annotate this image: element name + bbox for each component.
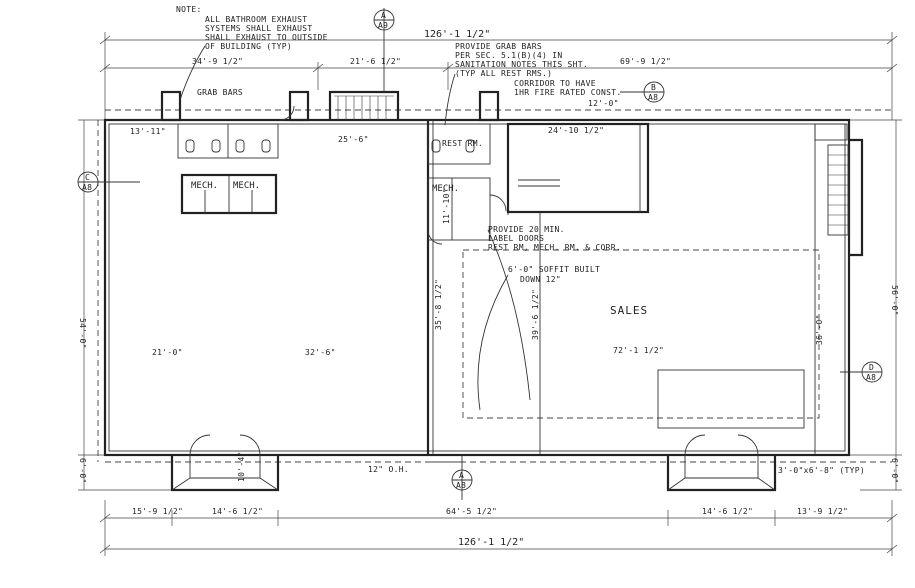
soffit-outline — [462, 249, 820, 419]
dim-bottom-3: 64'-5 1/2" — [446, 507, 497, 516]
svg-text:(TYP ALL REST RMS.): (TYP ALL REST RMS.) — [455, 69, 552, 78]
svg-text:A8: A8 — [648, 93, 658, 102]
dim-top-left: 34'-9 1/2" — [192, 57, 243, 66]
interior-walls — [177, 120, 849, 455]
svg-text:OF BUILDING (TYP): OF BUILDING (TYP) — [205, 42, 292, 51]
dim-24-10: 24'-10 1/2" — [548, 126, 604, 135]
section-marker-d: D A8 — [840, 361, 883, 383]
svg-text:C: C — [85, 173, 90, 182]
room-mech-left-1: MECH. — [191, 181, 218, 191]
svg-text:A8: A8 — [866, 373, 876, 382]
svg-text:1HR FIRE RATED CONST.: 1HR FIRE RATED CONST. — [514, 88, 621, 97]
svg-text:A: A — [459, 471, 464, 480]
note-corridor: CORRIDOR TO HAVE 1HR FIRE RATED CONST. — [514, 79, 621, 97]
svg-text:D: D — [869, 363, 874, 372]
note-exhaust: NOTE: ALL BATHROOM EXHAUST SYSTEMS SHALL… — [176, 5, 328, 51]
svg-text:A8: A8 — [82, 183, 92, 192]
top-dimension-lines — [99, 32, 898, 120]
porch-left — [170, 455, 280, 492]
dim-right-porch: 6'-0" — [890, 458, 899, 484]
porch-right — [666, 455, 777, 492]
overhang-dashed-lines — [97, 109, 892, 463]
dim-top-right: 69'-9 1/2" — [620, 57, 671, 66]
display-counter — [657, 369, 805, 429]
section-marker-a-top: A A9 — [373, 8, 395, 92]
dim-door-typ: 3'-0"x6'-8" (TYP) — [778, 466, 865, 475]
section-marker-a-bottom: A A8 — [451, 455, 473, 500]
room-sales: SALES — [610, 304, 648, 317]
soffit-leader — [477, 274, 509, 411]
room-mech-right: MECH. — [432, 184, 459, 194]
svg-text:SANITATION NOTES THIS SHT.: SANITATION NOTES THIS SHT. — [455, 60, 588, 69]
dim-left-porch: 6'-0" — [78, 458, 87, 484]
dim-13-11: 13'-11" — [130, 127, 166, 136]
dim-11-10: 11'-10" — [442, 188, 451, 224]
note-soffit: 6'-0" SOFFIT BUILT DOWN 12" — [508, 265, 600, 284]
svg-text:A8: A8 — [456, 481, 466, 490]
dim-bottom-4: 14'-6 1/2" — [702, 507, 753, 516]
label-grab-bars: GRAB BARS — [197, 88, 243, 97]
svg-text:PER SEC. 5.1(B)(4) IN: PER SEC. 5.1(B)(4) IN — [455, 51, 562, 60]
dim-32-6: 32'-6" — [305, 348, 336, 357]
bottom-dimension-lines — [99, 500, 898, 556]
svg-text:DOWN 12": DOWN 12" — [520, 275, 561, 284]
svg-text:6'-0" SOFFIT BUILT: 6'-0" SOFFIT BUILT — [508, 265, 600, 274]
svg-text:PROVIDE GRAB BARS: PROVIDE GRAB BARS — [455, 42, 542, 51]
svg-text:REST RM, MECH. RM. & CORR.: REST RM, MECH. RM. & CORR. — [488, 243, 621, 252]
svg-text:LABEL DOORS: LABEL DOORS — [488, 234, 544, 243]
dim-oh-left: 12" O.H. — [368, 465, 409, 474]
svg-text:B: B — [651, 83, 656, 92]
svg-text:NOTE:: NOTE: — [176, 5, 202, 14]
svg-text:SHALL EXHAUST TO OUTSIDE: SHALL EXHAUST TO OUTSIDE — [205, 33, 328, 42]
dim-39-6: 39'-6 1/2" — [531, 289, 540, 340]
dim-bottom-1: 15'-9 1/2" — [132, 507, 183, 516]
restroom-fixtures — [185, 139, 475, 153]
svg-text:SYSTEMS SHALL EXHAUST: SYSTEMS SHALL EXHAUST — [205, 24, 312, 33]
svg-text:ALL BATHROOM EXHAUST: ALL BATHROOM EXHAUST — [205, 15, 307, 24]
svg-text:A9: A9 — [378, 21, 388, 30]
dim-10-4: 10'-4" — [237, 451, 246, 482]
svg-text:A: A — [381, 11, 386, 20]
exhaust-leader — [179, 45, 206, 101]
dim-left-height: 54'-0" — [78, 318, 87, 349]
exterior-walls — [103, 90, 864, 457]
section-marker-c: C A8 — [77, 171, 140, 193]
dim-overall-top: 126'-1 1/2" — [424, 29, 490, 40]
dim-right-height: 56'-0" — [890, 285, 899, 316]
dim-12-0: 12'-0" — [588, 99, 619, 108]
door-swings — [189, 105, 759, 456]
dim-25-6: 25'-6" — [338, 135, 369, 144]
section-marker-b: B A8 — [620, 81, 665, 103]
dim-bottom-2: 14'-6 1/2" — [212, 507, 263, 516]
dim-35-8: 35'-8 1/2" — [434, 279, 443, 330]
dim-bottom-5: 13'-9 1/2" — [797, 507, 848, 516]
dim-36-0: 36'-0" — [815, 314, 824, 345]
svg-text:PROVIDE 20 MIN.: PROVIDE 20 MIN. — [488, 225, 565, 234]
note-grab-bars: PROVIDE GRAB BARS PER SEC. 5.1(B)(4) IN … — [455, 42, 588, 78]
door-note-leader — [487, 229, 531, 401]
label-rest-rm: REST RM. — [442, 139, 483, 148]
dim-21-0: 21'-0" — [152, 348, 183, 357]
svg-text:CORRIDOR TO HAVE: CORRIDOR TO HAVE — [514, 79, 596, 88]
dim-72-1: 72'-1 1/2" — [613, 346, 664, 355]
room-mech-left-2: MECH. — [233, 181, 260, 191]
dim-top-mid: 21'-6 1/2" — [350, 57, 401, 66]
dim-overall-bottom: 126'-1 1/2" — [458, 537, 524, 548]
grab-note-leader — [444, 73, 456, 126]
note-doors: PROVIDE 20 MIN. LABEL DOORS REST RM, MEC… — [488, 225, 621, 252]
